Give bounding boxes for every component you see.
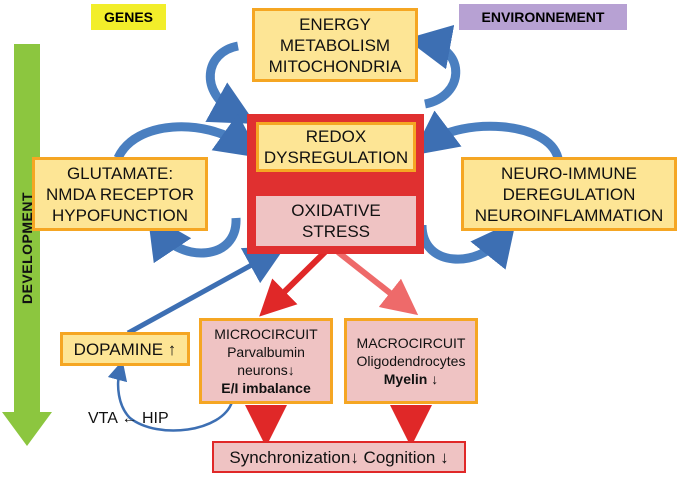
neuro-immune-box: NEURO-IMMUNE DEREGULATION NEUROINFLAMMAT… [461,157,677,231]
dopamine-label: DOPAMINE ↑ [73,339,177,359]
energy-line-1: ENERGY [299,14,371,34]
oxidative-stress-box: OXIDATIVE STRESS [256,196,416,246]
oxidative-line-2: STRESS [301,222,371,241]
microcircuit-line-1: MICROCIRCUIT [214,326,318,342]
outcome-label: Synchronization↓ Cognition ↓ [229,447,449,467]
redox-dysregulation-box: REDOX DYSREGULATION [256,122,416,172]
redox-line-1: REDOX [305,127,367,146]
arrow-dopamine-to-stress [126,246,286,336]
macrocircuit-line-2: Oligodendrocytes [356,353,466,369]
outcome-box: Synchronization↓ Cognition ↓ [212,441,466,473]
arrow-stress-to-microcircuit [259,249,328,317]
genes-tag: GENES [91,4,166,30]
macrocircuit-box: MACROCIRCUIT Oligodendrocytes Myelin ↓ [344,318,478,404]
loop-arrow-glutamate-bottom [147,213,241,264]
energy-metabolism-box: ENERGY METABOLISM MITOCHONDRIA [252,8,418,82]
energy-line-2: METABOLISM [279,35,391,55]
microcircuit-line-3: neurons↓ [237,362,295,378]
microcircuit-box: MICROCIRCUIT Parvalbumin neurons↓ E/I im… [199,318,333,404]
energy-line-3: MITOCHONDRIA [268,56,402,76]
arrow-stress-to-macrocircuit [336,249,419,316]
glutamate-nmda-box: GLUTAMATE: NMDA RECEPTOR HYPOFUNCTION [32,157,208,231]
loop-arrow-glutamate-top [113,113,262,161]
glutamate-line-3: HYPOFUNCTION [52,205,188,225]
neuroimmune-line-2: DEREGULATION [502,184,636,204]
microcircuit-line-4: E/I imbalance [221,380,311,396]
oxidative-line-1: OXIDATIVE [291,201,381,220]
loop-arrow-energy-left [205,41,256,124]
arrow-vta-loop [107,360,234,432]
macrocircuit-line-3: Myelin ↓ [383,371,439,387]
loop-arrow-energy-right [405,24,461,109]
dopamine-box: DOPAMINE ↑ [60,332,190,366]
neuroimmune-line-3: NEUROINFLAMMATION [474,205,664,225]
microcircuit-line-2: Parvalbumin [227,344,305,360]
environment-tag: ENVIRONNEMENT [459,4,627,30]
glutamate-line-1: GLUTAMATE: [66,163,174,183]
neuroimmune-line-1: NEURO-IMMUNE [501,163,637,183]
loop-arrow-neuroimmune-bottom [417,220,517,270]
glutamate-line-2: NMDA RECEPTOR [46,184,194,204]
vta-hip-label: VTA ← HIP [88,410,169,427]
macrocircuit-line-1: MACROCIRCUIT [356,335,466,351]
redox-line-2: DYSREGULATION [263,148,409,167]
loop-arrow-neuroimmune-top [411,110,563,160]
